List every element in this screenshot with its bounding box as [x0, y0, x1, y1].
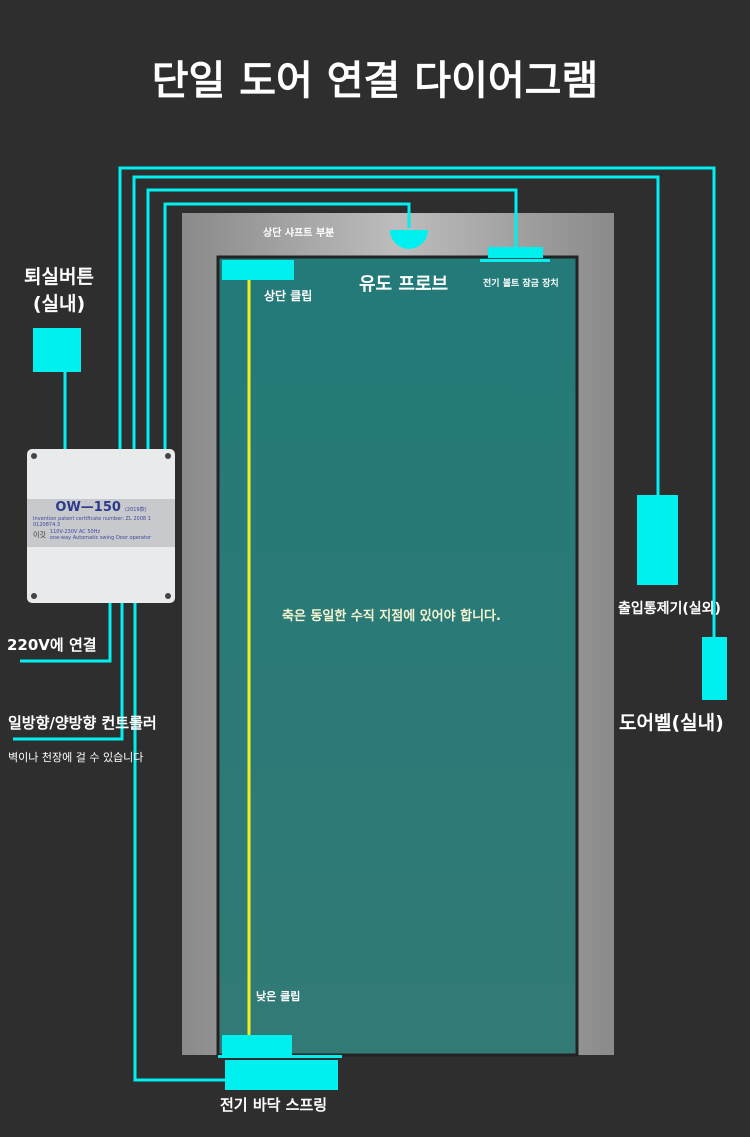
model-row: OW—150 (2019款)	[33, 501, 169, 515]
doorbell-shape[interactable]	[702, 637, 727, 700]
top-clip-shape	[222, 260, 294, 280]
model-name: OW—150	[55, 500, 121, 515]
doorbell-label: 도어벨(실내)	[619, 712, 724, 734]
floor-plate	[218, 1055, 342, 1058]
exit-button-label-line2: (실내)	[32, 293, 86, 315]
label-band: OW—150 (2019款) Invention patent certific…	[27, 499, 175, 547]
electric-bolt-label: 전기 볼트 잠금 장치	[483, 279, 559, 289]
axis-note: 축은 동일한 수직 지점에 있어야 합니다.	[282, 609, 501, 624]
wire-probe	[163, 202, 411, 449]
screw-icon	[31, 593, 37, 599]
page-title: 단일 도어 연결 다이어그램	[151, 58, 599, 104]
wire-controller	[13, 603, 124, 741]
top-shaft-label: 상단 샤프트 부분	[263, 228, 335, 239]
power-label: 220V에 연결	[7, 636, 97, 654]
wire-power	[20, 603, 112, 663]
electric-bolt-shape	[488, 247, 543, 258]
screw-icon	[31, 453, 37, 459]
bottom-clip-shape	[222, 1035, 292, 1055]
wire-floor-spring	[133, 603, 226, 1082]
floor-spring-label: 전기 바닥 스프링	[220, 1096, 328, 1114]
screw-icon	[165, 453, 171, 459]
device-desc: one-way Automatic swing Door operator	[49, 535, 152, 541]
spec-row: 이깃 110V-230V AC 50Hz one-way Automatic s…	[33, 529, 169, 541]
brand: 이깃	[33, 531, 46, 539]
exit-button-label-line1: 퇴실버튼	[24, 266, 94, 288]
patent-text: Invention patent certificate number: ZL …	[33, 516, 151, 528]
door-panel	[216, 255, 579, 1057]
bottom-clip-label: 낮은 클립	[256, 990, 301, 1003]
wire-electric-bolt	[146, 188, 518, 449]
controller-label: 일방향/양방향 컨트롤러	[8, 714, 157, 732]
exit-button-shape[interactable]	[33, 328, 81, 372]
controller-note: 벽이나 천장에 걸 수 있습니다	[8, 751, 144, 764]
guide-probe-shape	[390, 230, 428, 249]
wire-doorbell	[118, 166, 716, 638]
voltage: 110V-230V AC 50Hz	[49, 529, 101, 535]
wire-access-control	[132, 175, 660, 496]
access-control-label: 출입통제기(실외)	[618, 601, 721, 617]
controller-box: OW—150 (2019款) Invention patent certific…	[27, 449, 175, 603]
spec-lines: 110V-230V AC 50Hz one-way Automatic swin…	[50, 529, 151, 541]
screw-icon	[165, 593, 171, 599]
access-control-shape	[637, 495, 678, 585]
guide-probe-label: 유도 프로브	[359, 274, 449, 295]
exit-button-label: 퇴실버튼 (실내)	[14, 262, 104, 316]
floor-spring-shape	[225, 1060, 338, 1090]
model-year: (2019款)	[124, 507, 147, 513]
wires	[13, 166, 716, 1082]
top-clip-label: 상단 클립	[264, 289, 313, 303]
bolt-plate	[480, 259, 550, 262]
